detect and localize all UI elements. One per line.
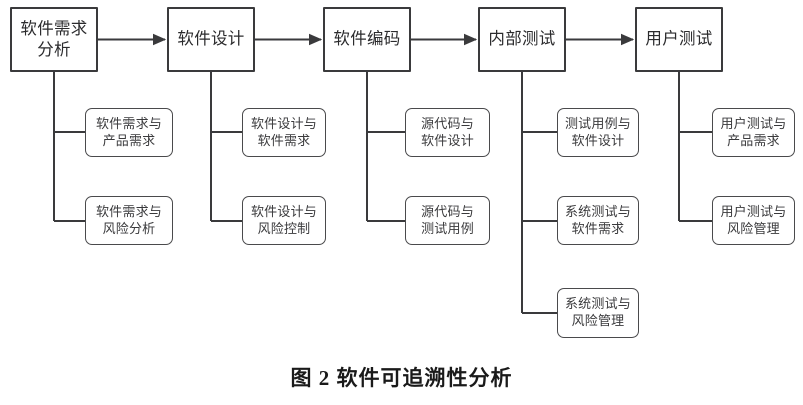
trace-box-trace-systest-risk[interactable]: 系统测试与 风险管理 [557,288,639,338]
stage-box-requirements-analysis[interactable]: 软件需求 分析 [10,7,98,72]
stage-label: 内部测试 [488,30,556,49]
trace-label: 软件需求与 产品需求 [95,115,162,148]
trace-box-trace-req-risk[interactable]: 软件需求与 风险分析 [85,196,173,245]
trace-label: 系统测试与 风险管理 [564,296,631,328]
trace-label: 测试用例与 软件设计 [564,115,631,148]
figure-caption: 图 2 软件可追溯性分析 [290,366,513,390]
trace-box-trace-design-req[interactable]: 软件设计与 软件需求 [242,108,326,157]
stage-label: 用户测试 [645,30,713,49]
trace-label: 软件设计与 风险控制 [250,203,317,236]
trace-box-trace-systest-req[interactable]: 系统测试与 软件需求 [557,196,639,245]
trace-box-trace-code-design[interactable]: 源代码与 软件设计 [405,108,490,157]
stage-label: 软件需求 分析 [20,20,88,59]
stage-box-internal-testing[interactable]: 内部测试 [478,7,566,72]
trace-label: 用户测试与 产品需求 [720,115,787,148]
stage-label: 软件编码 [333,30,401,49]
stage-box-software-coding[interactable]: 软件编码 [323,7,411,72]
trace-label: 软件需求与 风险分析 [95,203,162,236]
trace-box-trace-code-testcase[interactable]: 源代码与 测试用例 [405,196,490,245]
stage-box-user-testing[interactable]: 用户测试 [635,7,723,72]
trace-box-trace-design-risk[interactable]: 软件设计与 风险控制 [242,196,326,245]
stage-label: 软件设计 [177,30,245,49]
stage-box-software-design[interactable]: 软件设计 [167,7,255,72]
trace-label: 软件设计与 软件需求 [250,115,317,148]
trace-label: 用户测试与 风险管理 [720,203,787,236]
trace-box-trace-user-product[interactable]: 用户测试与 产品需求 [712,108,795,157]
trace-label: 系统测试与 软件需求 [564,203,631,236]
trace-box-trace-req-product[interactable]: 软件需求与 产品需求 [85,108,173,157]
trace-label: 源代码与 软件设计 [421,115,474,148]
trace-label: 源代码与 测试用例 [421,203,474,236]
trace-box-trace-user-risk[interactable]: 用户测试与 风险管理 [712,196,795,245]
trace-box-trace-testcase-design[interactable]: 测试用例与 软件设计 [557,108,639,157]
